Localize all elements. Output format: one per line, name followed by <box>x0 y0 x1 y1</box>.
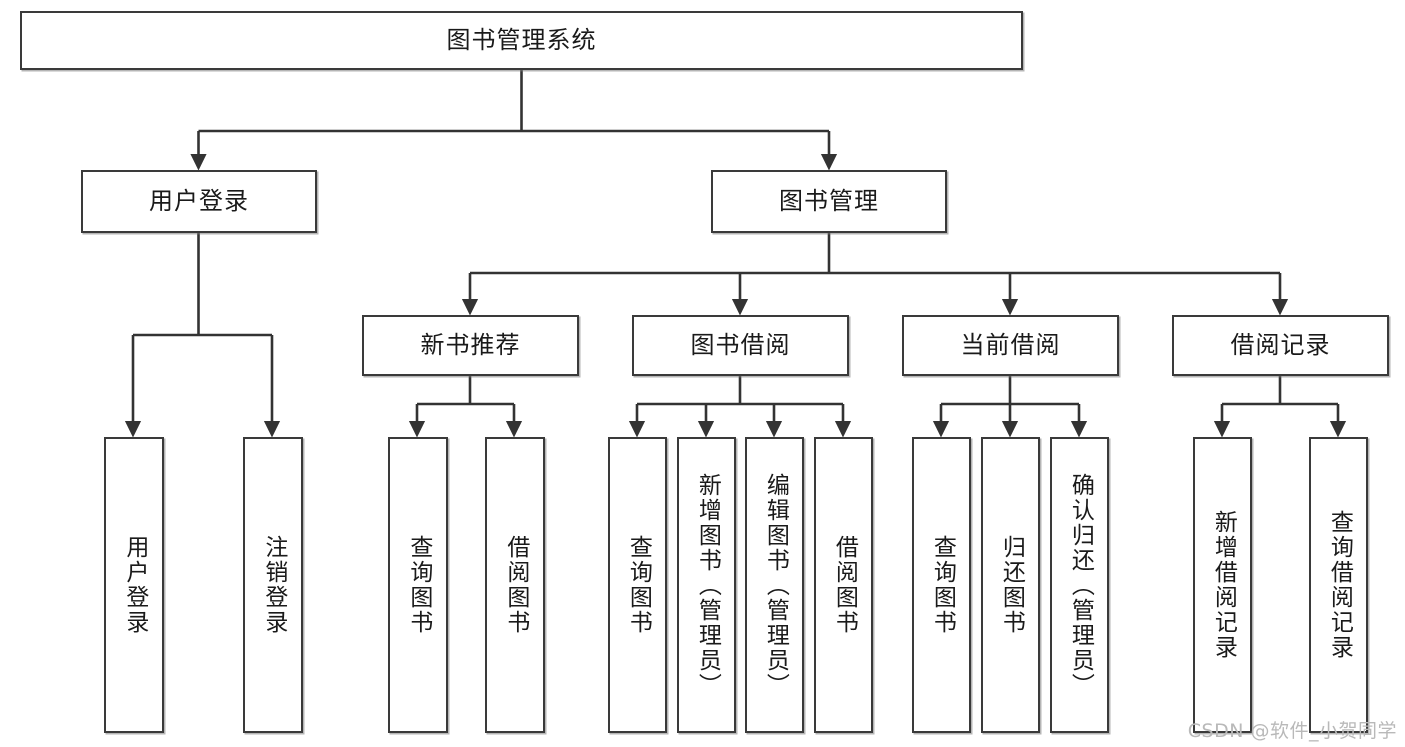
leaf-add-record-label: 新增借阅记录 <box>1210 510 1237 660</box>
leaf-query-book-2-label: 查询图书 <box>625 535 652 635</box>
leaf-query-book-2[interactable]: 查询图书 <box>608 437 667 733</box>
leaf-borrow-book-1-label: 借阅图书 <box>502 535 529 635</box>
node-book-borrow-label: 图书借阅 <box>690 331 791 360</box>
node-root-label: 图书管理系统 <box>446 26 597 55</box>
node-current-borrow-label: 当前借阅 <box>960 331 1061 360</box>
node-book-management[interactable]: 图书管理 <box>711 170 947 233</box>
node-book-borrow[interactable]: 图书借阅 <box>632 315 849 376</box>
leaf-confirm-return[interactable]: 确认归还（管理员） <box>1050 437 1109 733</box>
leaf-query-book-3-label: 查询图书 <box>929 535 956 635</box>
leaf-return-book-label: 归还图书 <box>998 535 1025 635</box>
leaf-query-book-1[interactable]: 查询图书 <box>388 437 448 733</box>
leaf-query-record-label: 查询借阅记录 <box>1326 510 1353 660</box>
leaf-add-record[interactable]: 新增借阅记录 <box>1193 437 1252 733</box>
leaf-edit-book-label: 编辑图书（管理员） <box>762 472 789 698</box>
node-borrow-record-label: 借阅记录 <box>1230 331 1331 360</box>
node-borrow-record[interactable]: 借阅记录 <box>1172 315 1389 376</box>
leaf-user-login[interactable]: 用户登录 <box>104 437 164 733</box>
node-new-book-recommend-label: 新书推荐 <box>420 331 521 360</box>
leaf-query-book-1-label: 查询图书 <box>405 535 432 635</box>
node-new-book-recommend[interactable]: 新书推荐 <box>362 315 579 376</box>
node-user-login-label: 用户登录 <box>149 187 249 216</box>
leaf-user-login-label: 用户登录 <box>121 535 148 635</box>
leaf-add-book-label: 新增图书（管理员） <box>694 472 721 698</box>
leaf-logout-login-label: 注销登录 <box>260 535 287 635</box>
leaf-edit-book[interactable]: 编辑图书（管理员） <box>745 437 804 733</box>
leaf-borrow-book-1[interactable]: 借阅图书 <box>485 437 545 733</box>
leaf-query-book-3[interactable]: 查询图书 <box>912 437 971 733</box>
leaf-logout-login[interactable]: 注销登录 <box>243 437 303 733</box>
node-current-borrow[interactable]: 当前借阅 <box>902 315 1119 376</box>
node-root[interactable]: 图书管理系统 <box>20 11 1023 70</box>
leaf-query-record[interactable]: 查询借阅记录 <box>1309 437 1368 733</box>
node-user-login[interactable]: 用户登录 <box>81 170 317 233</box>
node-book-management-label: 图书管理 <box>779 187 879 216</box>
leaf-borrow-book-2-label: 借阅图书 <box>831 535 858 635</box>
leaf-confirm-return-label: 确认归还（管理员） <box>1067 472 1094 698</box>
leaf-borrow-book-2[interactable]: 借阅图书 <box>814 437 873 733</box>
leaf-add-book[interactable]: 新增图书（管理员） <box>677 437 736 733</box>
leaf-return-book[interactable]: 归还图书 <box>981 437 1040 733</box>
